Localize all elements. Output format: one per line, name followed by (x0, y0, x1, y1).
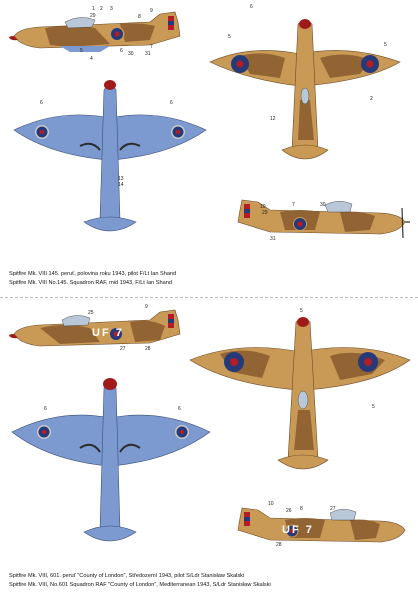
callout-number: 5 (300, 308, 303, 314)
callout-number: 7 (292, 202, 295, 208)
callout-number: 29 (262, 210, 268, 216)
callout-number: 9 (145, 304, 148, 310)
callout-number: 28 (145, 346, 151, 352)
aircraft-code-right: UF 7 (282, 524, 314, 536)
callout-number: 30 (320, 202, 326, 208)
callout-number: 3 (110, 6, 113, 12)
callout-number: 31 (145, 51, 151, 57)
callout-number: 2 (100, 6, 103, 12)
callout-number: 9 (150, 8, 153, 14)
callout-number: 14 (118, 182, 124, 188)
callout-number: 6 (178, 406, 181, 412)
callout-number: 6 (250, 4, 253, 10)
under-view-top-left (13, 80, 207, 232)
callout-number: 5 (228, 34, 231, 40)
caption-top-en: Spitfire Mk. VIII No.145. Squadron RAF, … (9, 280, 172, 286)
top-view-top-right (209, 19, 401, 160)
callout-number: 28 (276, 542, 282, 548)
side-profile-top-right (237, 199, 410, 239)
callout-number: 5 (384, 42, 387, 48)
callout-number: 27 (120, 346, 126, 352)
callout-number: 10 (260, 204, 266, 210)
callout-number: 27 (330, 506, 336, 512)
callout-number: 8 (138, 14, 141, 20)
callout-number: 1 (92, 6, 95, 12)
callout-number: 30 (128, 51, 134, 57)
side-profile-top-left (9, 11, 181, 52)
callout-number: 12 (270, 116, 276, 122)
callout-number: 6 (44, 406, 47, 412)
top-view-bottom-right (189, 317, 411, 470)
aircraft-code-left: UF 7 (92, 327, 124, 339)
side-profile-bottom-right (237, 507, 406, 543)
caption-top-cz: Spitfire Mk. VIII 145. peruť, polovina r… (9, 271, 177, 277)
callout-number: 25 (88, 310, 94, 316)
callout-number: 5 (80, 48, 83, 54)
callout-number: 6 (120, 48, 123, 54)
side-profile-bottom-left (9, 309, 181, 347)
callout-number: 29 (90, 13, 96, 19)
callout-number: 7 (150, 44, 153, 50)
callout-number: 5 (372, 404, 375, 410)
callout-number: 26 (286, 508, 292, 514)
callout-number: 8 (300, 506, 303, 512)
callout-number: 10 (268, 501, 274, 507)
callout-number: 2 (370, 96, 373, 102)
callout-number: 6 (40, 100, 43, 106)
callout-number: 13 (118, 176, 124, 182)
caption-bottom-en: Spitfire Mk. VIII, No.601 Squadron RAF "… (9, 582, 271, 588)
callout-number: 4 (90, 56, 93, 62)
section-divider (0, 297, 418, 298)
under-view-bottom-left (11, 378, 211, 542)
caption-bottom-cz: Spitfire Mk. VIII, 601. peruť "County of… (9, 573, 245, 579)
callout-number: 6 (170, 100, 173, 106)
callout-number: 31 (270, 236, 276, 242)
